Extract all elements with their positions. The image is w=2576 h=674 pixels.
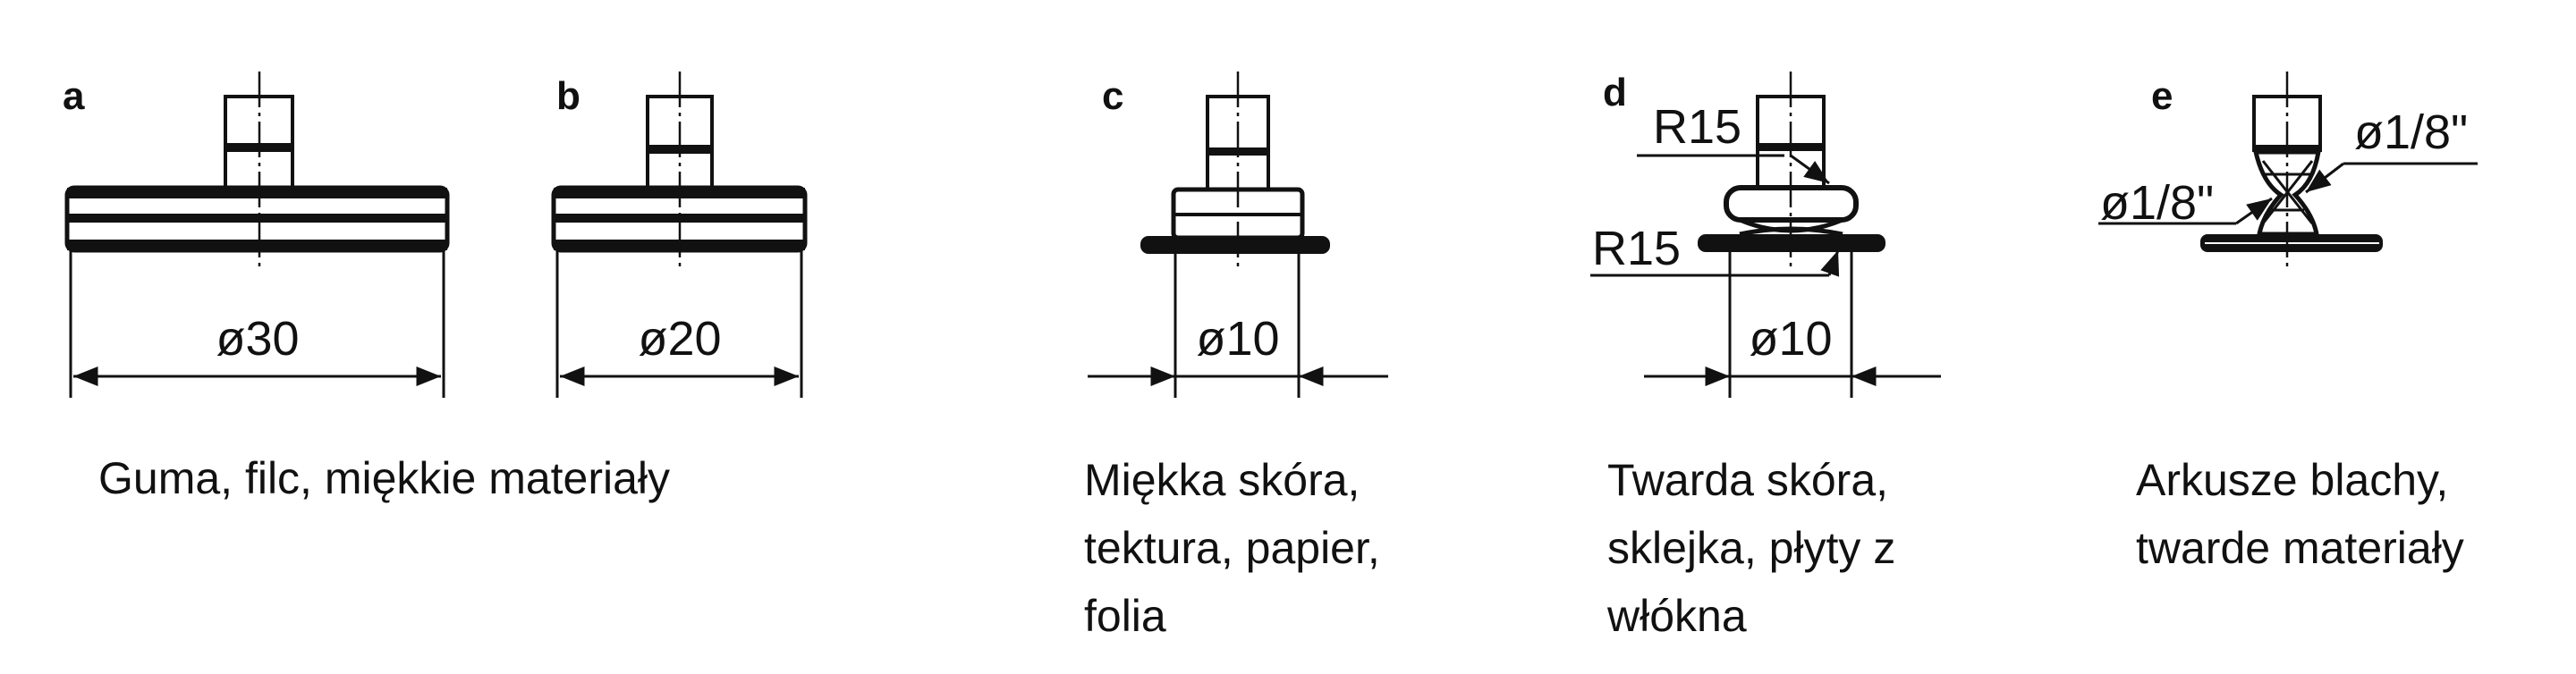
caption-c: Miękka skóra, tektura, papier, folia: [1084, 455, 1380, 641]
caption-e: Arkusze blachy, twarde materiały: [2136, 455, 2464, 573]
ball-top-text: ø1/8": [2354, 105, 2468, 159]
figure-label-b: b: [556, 74, 580, 118]
dimension-text: ø30: [216, 312, 299, 366]
radius-bottom-text: R15: [1592, 222, 1681, 275]
caption-line: tektura, papier,: [1084, 523, 1380, 573]
leader-arrow: [2235, 197, 2273, 225]
base-plate: [1140, 236, 1330, 254]
figure-d: d R15 R15 ø10: [1590, 71, 1941, 398]
leader-arrow: [1790, 154, 1830, 185]
figure-b: b ø20: [551, 72, 808, 398]
figure-e: e ø1/8" ø1/8": [2098, 72, 2478, 268]
caption-line: Miękka skóra,: [1084, 455, 1360, 505]
caption-ab: Guma, filc, miękkie materiały: [98, 453, 670, 503]
figure-c: c ø10: [1088, 72, 1388, 398]
caption-line: włókna: [1606, 591, 1747, 641]
radius-top-text: R15: [1653, 100, 1741, 154]
leader-arrow: [1820, 249, 1840, 277]
disc-30: [64, 185, 450, 253]
caption-line: Guma, filc, miękkie materiały: [98, 453, 670, 503]
figure-label-a: a: [63, 74, 85, 118]
figure-a: a ø30: [63, 72, 450, 398]
dimension-text: ø10: [1196, 312, 1279, 366]
caption-line: Arkusze blachy,: [2136, 455, 2448, 505]
caption-line: folia: [1084, 591, 1166, 641]
leader-arrow: [2305, 162, 2344, 194]
caption-line: Twarda skóra,: [1607, 455, 1888, 505]
caption-d: Twarda skóra, sklejka, płyty z włókna: [1606, 455, 1895, 641]
dimension-text: ø10: [1749, 312, 1832, 366]
figure-label-d: d: [1603, 71, 1627, 114]
caption-line: twarde materiały: [2136, 523, 2464, 573]
figure-label-e: e: [2151, 74, 2173, 118]
dimension-text: ø20: [638, 312, 721, 366]
ball-bottom-text: ø1/8": [2100, 176, 2214, 230]
figure-label-c: c: [1102, 74, 1123, 118]
caption-line: sklejka, płyty z: [1607, 523, 1895, 573]
